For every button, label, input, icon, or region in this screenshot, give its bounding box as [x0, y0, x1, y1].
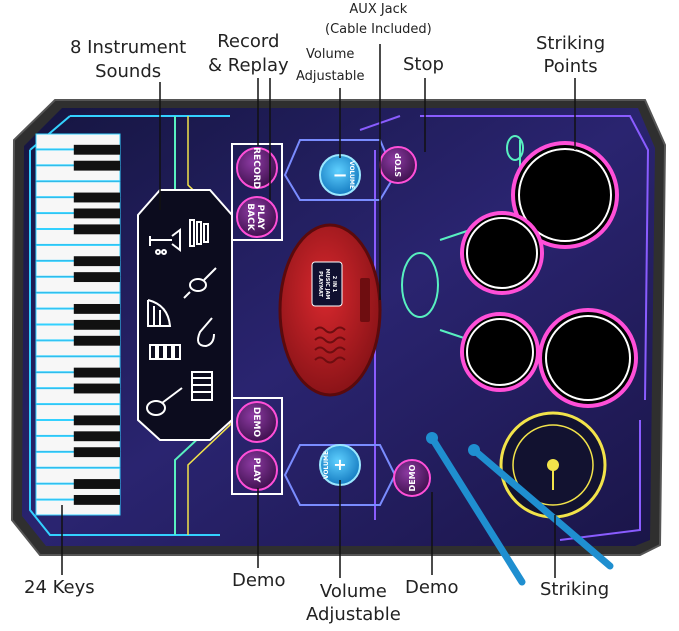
callout-striking-points: Striking Points [536, 32, 605, 78]
callout-striking: Striking [540, 579, 610, 600]
speaker-unit: 2 IN 1 MUSIC JAM PLAYMAT [278, 223, 382, 397]
svg-text:STOP: STOP [394, 153, 403, 177]
striking-pad-2[interactable] [460, 211, 544, 295]
callout-volume-top: Volume Adjustable [296, 44, 364, 88]
demo-button[interactable]: DEMO [236, 401, 278, 443]
callout-aux-jack-line2: (Cable Included) [325, 22, 432, 37]
callout-volume-bottom-line2: Adjustable [306, 604, 401, 625]
brand-label [311, 261, 343, 307]
svg-text:RECORD: RECORD [251, 147, 261, 189]
callout-aux-jack: AUX Jack (Cable Included) [325, 0, 432, 40]
callout-record-replay-line2: & Replay [208, 55, 289, 76]
callout-demo-right: Demo [405, 577, 459, 598]
black-key[interactable] [73, 335, 120, 346]
callout-striking-points-line1: Striking [536, 33, 606, 54]
svg-text:PLAY: PLAY [251, 458, 261, 483]
guitar-icon[interactable] [146, 387, 183, 416]
svg-text:2 IN 1: 2 IN 1 [331, 276, 337, 293]
svg-text:PLAY: PLAY [255, 205, 265, 230]
callout-striking-points-line2: Points [543, 56, 598, 77]
black-key[interactable] [73, 415, 120, 426]
play-button[interactable]: PLAY [236, 449, 278, 491]
black-key[interactable] [73, 160, 120, 171]
drum-stick-2[interactable] [468, 444, 614, 570]
black-key[interactable] [73, 431, 120, 442]
aux-jack[interactable] [360, 278, 370, 322]
black-key[interactable] [73, 479, 120, 489]
piano-keyboard[interactable] [35, 133, 121, 516]
callout-instrument-sounds: 8 Instrument Sounds [70, 36, 186, 84]
saxophone-icon[interactable] [197, 317, 215, 348]
demo-play-frame [231, 397, 283, 495]
callout-instrument-sounds-line1: 8 Instrument [70, 37, 187, 58]
accordion-icon[interactable] [191, 371, 213, 401]
callout-keys: 24 Keys [24, 577, 95, 598]
svg-text:DEMO: DEMO [251, 407, 261, 438]
callout-instrument-sounds-line2: Sounds [95, 61, 162, 82]
svg-text:−: − [332, 165, 347, 186]
black-key[interactable] [73, 447, 120, 458]
volume-up-button[interactable]: + VOLUME [319, 444, 361, 486]
drum-kit-outline [401, 135, 621, 401]
svg-text:BACK: BACK [245, 203, 255, 231]
svg-text:PLAYMAT: PLAYMAT [317, 271, 323, 297]
svg-text:+: + [333, 455, 346, 474]
callout-volume-bottom-line1: Volume [319, 581, 387, 602]
striking-pad-1[interactable] [511, 141, 619, 249]
black-key[interactable] [73, 272, 120, 283]
black-key[interactable] [73, 383, 120, 394]
playback-button[interactable]: PLAY BACK [236, 196, 278, 238]
black-key[interactable] [73, 192, 120, 203]
kick-drum-pad[interactable] [499, 411, 607, 519]
black-key[interactable] [73, 144, 120, 155]
violin-icon[interactable] [183, 267, 217, 299]
black-key[interactable] [73, 494, 120, 505]
callout-aux-jack-line1: AUX Jack [349, 2, 408, 17]
speaker-grille [314, 326, 346, 364]
record-button[interactable]: RECORD [236, 147, 278, 189]
svg-text:MUSIC JAM: MUSIC JAM [324, 269, 330, 300]
black-key[interactable] [73, 224, 120, 235]
volume-down-button[interactable]: − VOLUME [319, 154, 361, 196]
trumpet-icon[interactable] [149, 228, 181, 255]
striking-pad-3[interactable] [460, 312, 540, 392]
svg-text:DEMO: DEMO [408, 464, 417, 491]
svg-text:VOLUME: VOLUME [348, 161, 355, 189]
black-key[interactable] [73, 208, 120, 219]
callout-record-replay: Record & Replay [208, 30, 289, 78]
record-button-frame [231, 143, 283, 241]
callout-volume-top-line2: Adjustable [296, 69, 365, 84]
xylophone-icon[interactable] [189, 219, 209, 247]
black-key[interactable] [73, 319, 120, 330]
callout-volume-bottom: Volume Adjustable [306, 580, 401, 626]
callout-stop: Stop [403, 54, 444, 75]
drum-icon[interactable] [149, 344, 181, 360]
drum-stick-1[interactable] [426, 432, 526, 586]
black-key[interactable] [73, 303, 120, 314]
svg-text:VOLUME: VOLUME [323, 451, 330, 479]
callout-lines [61, 44, 576, 578]
harp-icon[interactable] [147, 299, 172, 327]
demo-drum-button[interactable]: DEMO [393, 459, 431, 497]
striking-pad-4[interactable] [538, 308, 638, 408]
callout-volume-top-line1: Volume [306, 47, 355, 62]
callout-demo-left: Demo [232, 570, 286, 591]
callout-record-replay-line1: Record [217, 31, 280, 52]
black-key[interactable] [73, 256, 120, 267]
black-key[interactable] [73, 367, 120, 378]
stop-button[interactable]: STOP [379, 146, 417, 184]
